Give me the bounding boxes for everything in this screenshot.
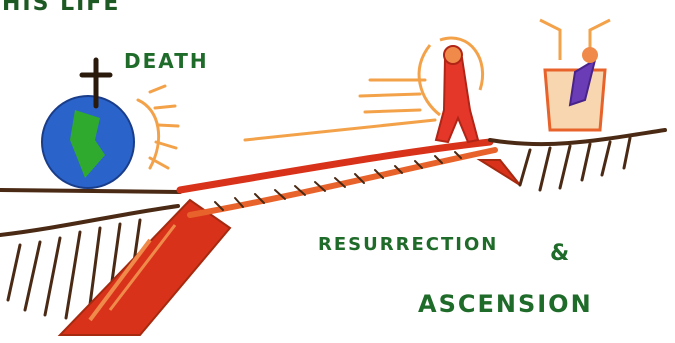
bridge xyxy=(180,142,495,215)
label-resurrection: RESURRECTION xyxy=(318,234,498,255)
risen-figure-icon xyxy=(419,38,483,142)
label-ascension: ASCENSION xyxy=(418,290,593,318)
globe-icon xyxy=(42,96,134,188)
ground-right xyxy=(480,130,665,190)
death-glow xyxy=(138,86,178,168)
throne-icon xyxy=(540,20,610,130)
label-death: DEATH xyxy=(124,49,209,73)
motion-lines xyxy=(245,80,435,140)
label-and-symbol: & xyxy=(550,241,571,266)
label-his-life: HIS LIFE xyxy=(2,0,120,16)
